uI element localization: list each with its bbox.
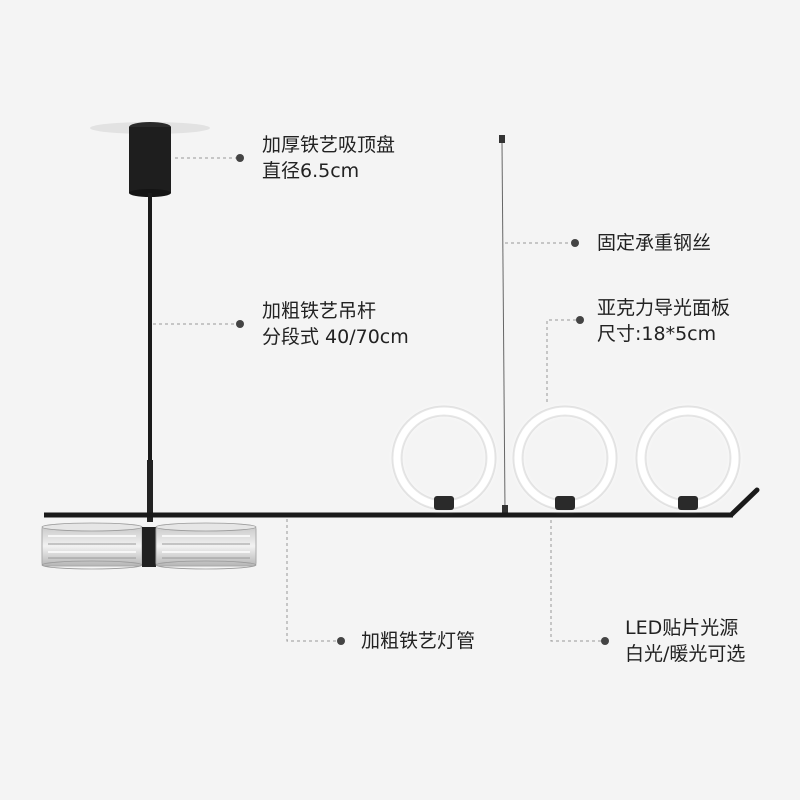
label-lamp-tube-line1: 加粗铁艺灯管	[361, 630, 476, 652]
label-ceiling-plate-line1: 加厚铁艺吸顶盘	[262, 134, 396, 156]
label-hanging-rod-line2: 分段式 40/70cm	[262, 326, 409, 348]
leader-ceiling-plate	[175, 154, 244, 162]
label-hanging-rod: 加粗铁艺吊杆 分段式 40/70cm	[262, 298, 409, 350]
label-acrylic-panel: 亚克力导光面板 尺寸:18*5cm	[597, 295, 730, 347]
ring-light-2	[512, 405, 618, 511]
cylinder-holder	[142, 527, 156, 567]
leader-support-wire	[505, 239, 579, 247]
label-support-wire-line1: 固定承重钢丝	[597, 232, 712, 254]
label-ceiling-plate: 加厚铁艺吸顶盘 直径6.5cm	[262, 132, 395, 184]
leader-hanging-rod	[153, 320, 244, 328]
label-led-source-line2: 白光/暖光可选	[625, 643, 746, 665]
label-support-wire: 固定承重钢丝	[597, 230, 711, 256]
label-led-source: LED贴片光源 白光/暖光可选	[625, 615, 745, 667]
support-wire	[499, 135, 508, 514]
label-acrylic-panel-line2: 尺寸:18*5cm	[597, 323, 717, 345]
cylinder-shade-left	[41, 522, 143, 570]
label-led-source-line1: LED贴片光源	[625, 617, 739, 639]
label-lamp-tube: 加粗铁艺灯管	[361, 628, 475, 654]
lamp-tube	[44, 487, 760, 518]
label-ceiling-plate-line2: 直径6.5cm	[262, 160, 360, 182]
rod-segment	[147, 460, 153, 522]
label-hanging-rod-line1: 加粗铁艺吊杆	[262, 300, 377, 322]
leader-lamp-tube	[286, 519, 345, 645]
leader-acrylic-panel	[546, 316, 584, 402]
cylinder-shade-right	[155, 522, 257, 570]
leader-led-source	[550, 520, 609, 645]
ceiling-canopy	[129, 122, 171, 197]
hanging-rod	[148, 193, 152, 461]
ring-light-3	[635, 405, 741, 511]
ring-light-1	[391, 405, 497, 511]
label-acrylic-panel-line1: 亚克力导光面板	[597, 297, 731, 319]
